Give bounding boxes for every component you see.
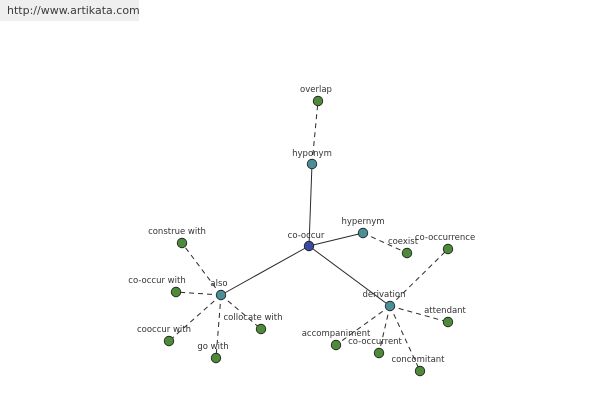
node-construe-with[interactable] [176, 237, 188, 249]
url-bar: http://www.artikata.com [0, 0, 140, 21]
edge-co-occur-to-hypernym [308, 232, 364, 247]
node-label-concomitant[interactable]: concomitant [391, 355, 445, 365]
edge-also-to-cooccur-with [168, 294, 222, 342]
edge-derivation-to-concomitant [389, 305, 421, 372]
node-label-also[interactable]: also [210, 279, 227, 289]
graph-labels: co-occur hyponym hypernym also derivation ove… [128, 85, 475, 365]
node-label-collocate-with[interactable]: collocate with [224, 313, 283, 323]
node-label-derivation[interactable]: derivation [362, 290, 405, 300]
node-label-coexist[interactable]: coexist [388, 237, 419, 247]
edge-derivation-to-attendant [389, 305, 449, 323]
edge-hypernym-to-coexist [362, 232, 408, 254]
node-label-cooccur-with[interactable]: cooccur with [137, 325, 191, 335]
edge-also-to-collocate-with [220, 294, 262, 330]
node-label-co-occurrent[interactable]: co-occurrent [348, 337, 402, 347]
edge-also-to-go-with [215, 294, 222, 359]
node-label-overlap[interactable]: overlap [300, 85, 332, 95]
edge-also-to-co-occur-with [175, 291, 222, 296]
node-co-occur[interactable] [303, 240, 315, 252]
node-also[interactable] [215, 289, 227, 301]
node-label-co-occur[interactable]: co-occur [288, 231, 325, 241]
node-concomitant[interactable] [414, 365, 426, 377]
node-label-go-with[interactable]: go with [197, 342, 228, 352]
graph-edges [168, 100, 449, 372]
node-hypernym[interactable] [357, 227, 369, 239]
edge-co-occur-to-hyponym [308, 163, 313, 247]
node-label-construe-with[interactable]: construe with [148, 227, 206, 237]
edge-co-occur-to-derivation [308, 245, 391, 307]
node-label-hypernym[interactable]: hypernym [341, 217, 384, 227]
node-collocate-with[interactable] [255, 323, 267, 335]
node-accompaniment[interactable] [330, 339, 342, 351]
node-overlap[interactable] [312, 95, 324, 107]
node-co-occurrent[interactable] [373, 347, 385, 359]
edge-hyponym-to-overlap [311, 100, 319, 165]
node-hyponym[interactable] [306, 158, 318, 170]
edge-also-to-construe-with [181, 242, 222, 296]
node-label-attendant[interactable]: attendant [424, 306, 466, 316]
node-label-hyponym[interactable]: hyponym [292, 149, 332, 159]
edge-derivation-to-co-occurrence [389, 248, 449, 307]
graph-nodes [163, 95, 454, 377]
node-coexist[interactable] [401, 247, 413, 259]
node-co-occur-with[interactable] [170, 286, 182, 298]
node-label-co-occurrence[interactable]: co-occurrence [415, 233, 475, 243]
edge-derivation-to-co-occurrent [378, 305, 391, 354]
node-label-co-occur-with[interactable]: co-occur with [128, 276, 185, 286]
node-co-occurrence[interactable] [442, 243, 454, 255]
site-url-link[interactable]: http://www.artikata.com [7, 4, 140, 17]
node-cooccur-with[interactable] [163, 335, 175, 347]
node-attendant[interactable] [442, 316, 454, 328]
edge-derivation-to-accompaniment [335, 305, 391, 346]
node-go-with[interactable] [210, 352, 222, 364]
node-label-accompaniment[interactable]: accompaniment [302, 329, 371, 339]
edge-co-occur-to-also [220, 245, 310, 296]
node-derivation[interactable] [384, 300, 396, 312]
